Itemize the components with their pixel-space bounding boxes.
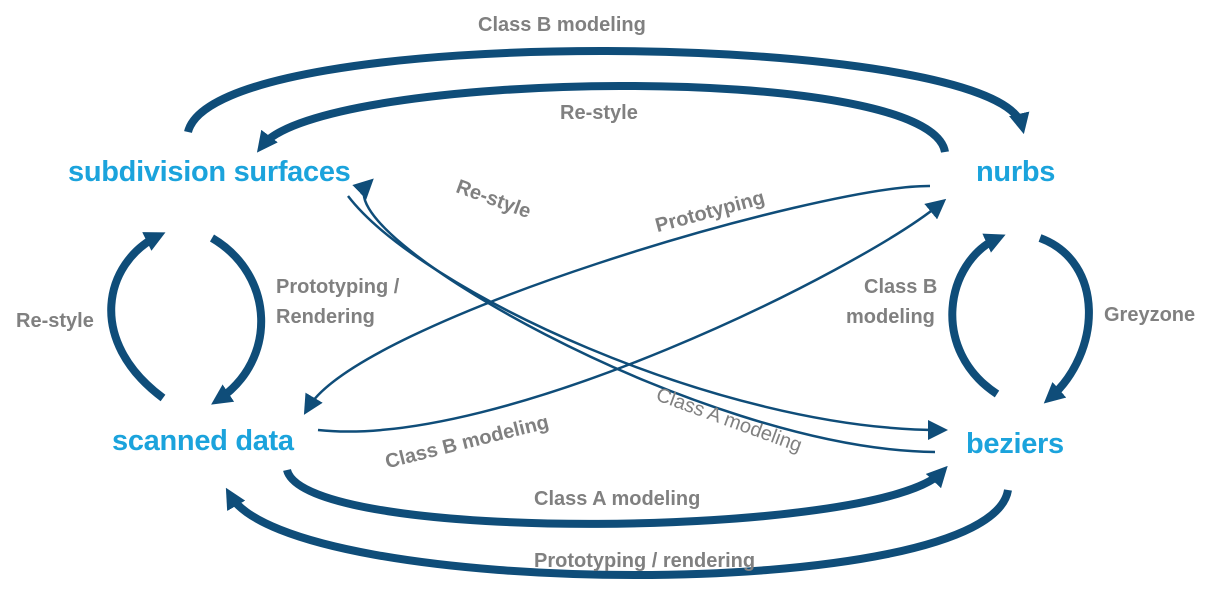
label-right-outer: Greyzone — [1104, 304, 1196, 326]
arrow-top-inner — [256, 82, 949, 154]
node-scanned-data: scanned data — [112, 425, 294, 457]
arrow-bottom-inner — [283, 465, 948, 528]
arrow-diag-scanned-to-nurbs — [317, 198, 947, 433]
node-subdivision-surfaces: subdivision surfaces — [68, 156, 351, 188]
arrow-diag-subdivision-to-beziers — [347, 195, 948, 440]
label-bottom-inner: Class A modeling — [534, 488, 701, 510]
arrow-left-outer — [107, 232, 166, 402]
label-right-inner-line2: modeling — [846, 306, 935, 328]
node-beziers: beziers — [966, 428, 1064, 460]
arrow-bottom-outer — [225, 487, 1012, 579]
arrow-left-inner — [209, 234, 266, 405]
label-left-outer: Re-style — [16, 310, 94, 332]
node-nurbs: nurbs — [976, 156, 1056, 188]
arrow-diag-nurbs-to-scanned — [303, 184, 931, 415]
label-top-inner: Re-style — [560, 102, 638, 124]
label-right-inner-line1: Class B — [864, 276, 938, 298]
label-left-inner-line1: Prototyping / — [276, 276, 400, 298]
arrow-diag-beziers-to-subdivision — [352, 178, 936, 454]
label-bottom-outer: Prototyping / rendering — [534, 550, 756, 572]
label-top-outer: Class B modeling — [478, 14, 646, 36]
label-left-inner-line2: Rendering — [276, 306, 375, 328]
arrow-right-inner — [948, 233, 1006, 398]
arrow-right-outer — [1038, 234, 1093, 404]
arrow-top-outer — [184, 47, 1030, 135]
